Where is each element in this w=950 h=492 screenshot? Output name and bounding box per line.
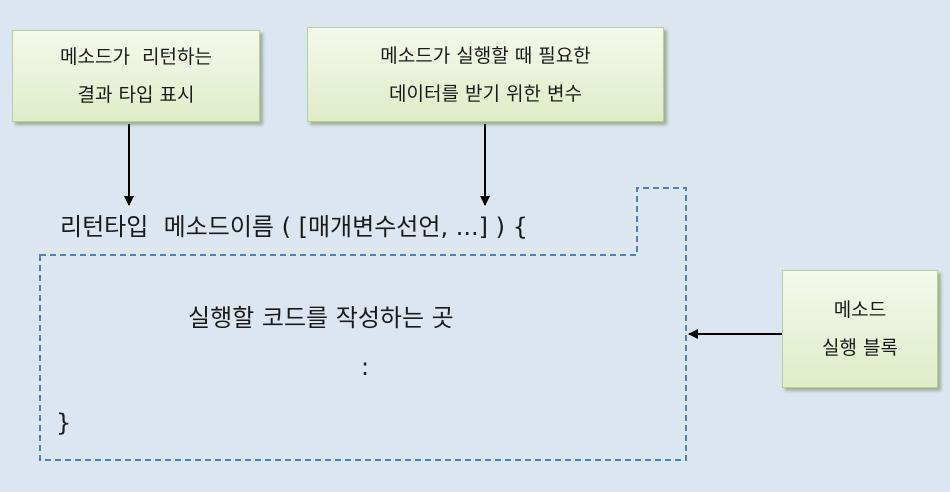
- method-block-callout-line1: 메소드: [833, 299, 887, 321]
- method-body-ellipsis: :: [361, 353, 370, 381]
- parameters-callout-line2: 데이터를 받기 위한 변수: [389, 82, 582, 105]
- method-block-outline: [39, 187, 687, 461]
- return-type-callout-line1: 메소드가 리턴하는: [60, 46, 212, 68]
- return-type-callout-line2: 결과 타입 표시: [77, 84, 195, 106]
- return-type-callout: 메소드가 리턴하는 결과 타입 표시: [12, 30, 260, 122]
- method-block-callout-line2: 실행 블록: [822, 337, 898, 359]
- parameters-callout-line1: 메소드가 실행할 때 필요한: [380, 44, 591, 67]
- method-block-callout: 메소드 실행 블록: [782, 270, 938, 388]
- closing-brace: }: [56, 409, 72, 437]
- method-signature: 리턴타입 메소드이름 ( [매개변수선언, ...] ) {: [60, 213, 528, 241]
- parameters-callout: 메소드가 실행할 때 필요한 데이터를 받기 위한 변수: [307, 27, 664, 122]
- method-body-text: 실행할 코드를 작성하는 곳: [188, 304, 454, 332]
